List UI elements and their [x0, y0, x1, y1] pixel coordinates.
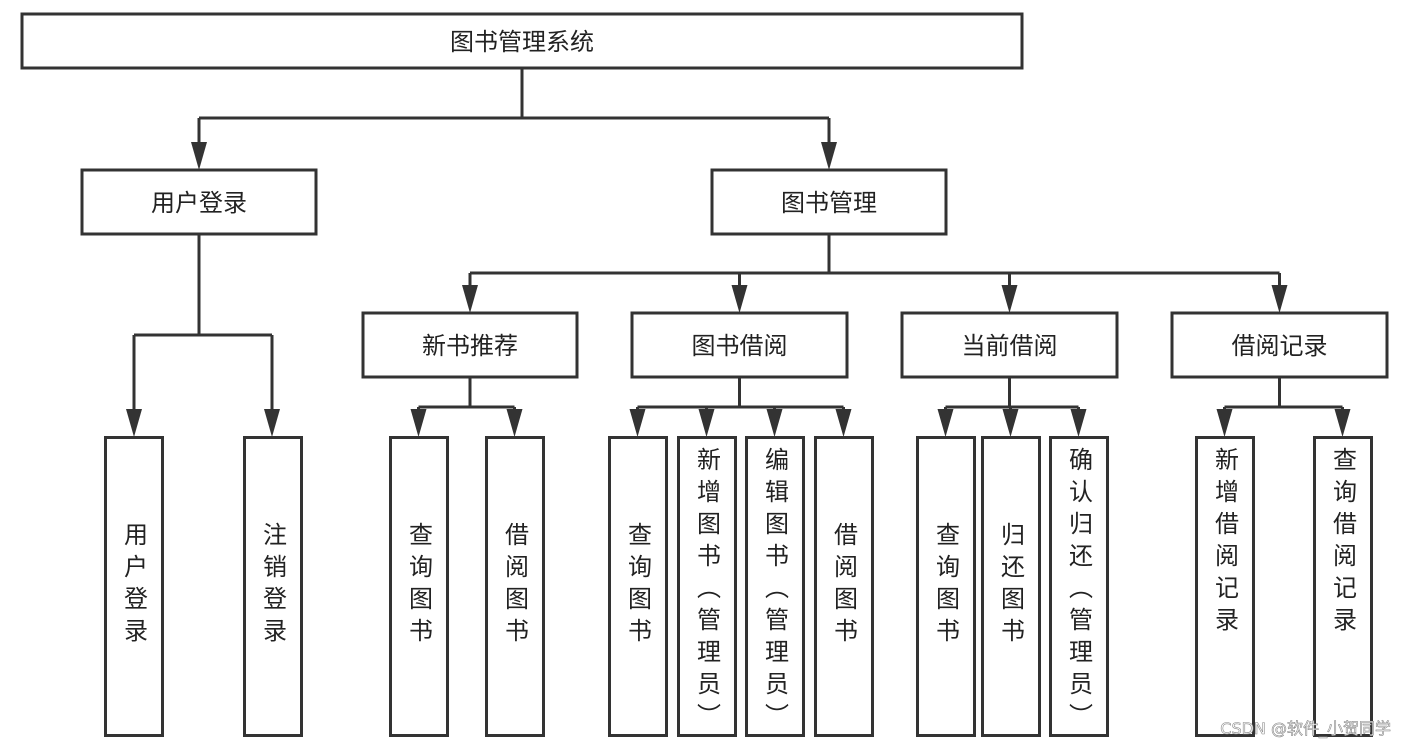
level2-node — [361, 311, 579, 379]
leaf-node: 新增借阅记录 — [1194, 435, 1255, 737]
leaf-node-label: 编辑图书（管理员） — [760, 446, 789, 735]
leaf-node-label: 归还图书 — [996, 522, 1025, 650]
leaf-node-label: 用户登录 — [119, 522, 148, 650]
level2-connector-arrow-icon — [698, 409, 715, 437]
level2-connector-arrow-icon — [1334, 409, 1351, 437]
level2-node — [630, 311, 849, 379]
level2-connector-arrow-icon — [937, 409, 954, 437]
level2-connector-arrow-icon — [629, 409, 646, 437]
level2-node-label: 当前借阅 — [962, 332, 1058, 360]
root-connector-arrow-icon — [821, 142, 837, 170]
level2-connector-arrow-icon — [1216, 409, 1233, 437]
leaf-node: 确认归还（管理员） — [1048, 435, 1109, 737]
root-node — [20, 12, 1024, 70]
management-connector-arrow-icon — [1271, 285, 1288, 313]
leaf-node: 新增图书（管理员） — [676, 435, 737, 737]
level2-node-label: 借阅记录 — [1232, 332, 1328, 360]
level2-node-label: 新书推荐 — [422, 332, 518, 360]
leaf-node: 查询图书 — [915, 435, 976, 737]
leaf-node: 查询借阅记录 — [1312, 435, 1373, 737]
level2-node — [900, 311, 1119, 379]
leaf-node-label: 查询图书 — [623, 522, 652, 650]
login-connector-arrow-icon — [126, 409, 142, 437]
leaf-node-label: 注销登录 — [258, 522, 287, 650]
leaf-node: 注销登录 — [242, 435, 303, 737]
level2-connector-arrow-icon — [835, 409, 852, 437]
leaf-node: 编辑图书（管理员） — [744, 435, 805, 737]
management-connector-arrow-icon — [462, 285, 478, 313]
leaf-node-label: 查询图书 — [931, 522, 960, 650]
leaf-node-label: 新增图书（管理员） — [692, 446, 721, 735]
leaf-node: 查询图书 — [388, 435, 449, 737]
root-connector-arrow-icon — [191, 142, 207, 170]
management-connector-arrow-icon — [1001, 285, 1018, 313]
leaf-node-label: 借阅图书 — [829, 522, 858, 650]
level2-connector-arrow-icon — [1002, 409, 1019, 437]
level1-node-label: 图书管理 — [781, 189, 877, 217]
management-connector-arrow-icon — [731, 285, 748, 313]
leaf-node: 借阅图书 — [813, 435, 874, 737]
level2-node — [1170, 311, 1389, 379]
level2-connector-arrow-icon — [766, 409, 783, 437]
leaf-node-label: 确认归还（管理员） — [1064, 446, 1093, 735]
leaf-node: 查询图书 — [607, 435, 668, 737]
leaf-node-label: 查询图书 — [404, 522, 433, 650]
leaf-node: 归还图书 — [980, 435, 1041, 737]
leaf-node-label: 借阅图书 — [500, 522, 529, 650]
level2-connector-arrow-icon — [506, 409, 523, 437]
level2-connector-arrow-icon — [410, 409, 427, 437]
root-node-label: 图书管理系统 — [450, 28, 594, 56]
leaf-node-label: 新增借阅记录 — [1210, 446, 1239, 639]
watermark: CSDN @软件_小贺同学 — [1220, 719, 1391, 739]
login-connector-arrow-icon — [264, 409, 280, 437]
level2-connector-arrow-icon — [1070, 409, 1087, 437]
level1-node-label: 用户登录 — [151, 189, 247, 217]
leaf-node: 用户登录 — [103, 435, 164, 737]
leaf-node: 借阅图书 — [484, 435, 545, 737]
level2-node-label: 图书借阅 — [692, 332, 788, 360]
leaf-node-label: 查询借阅记录 — [1328, 446, 1357, 639]
